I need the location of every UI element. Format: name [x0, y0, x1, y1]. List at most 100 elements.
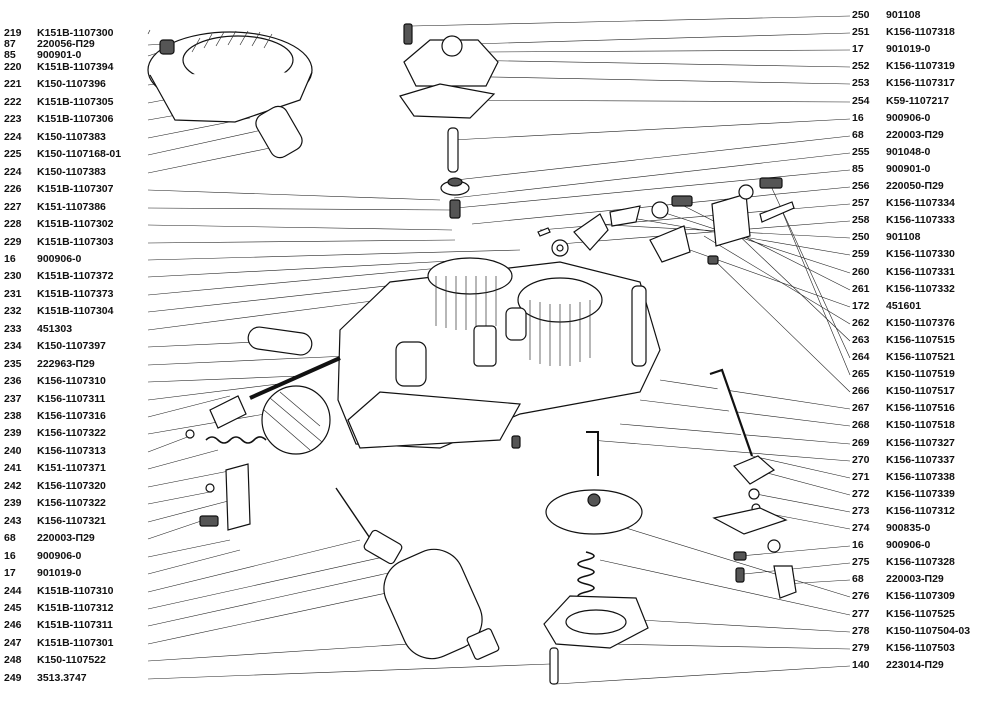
leader-line [147, 549, 241, 575]
part-code: K156-1107330 [886, 248, 955, 260]
part-code: 900906-0 [886, 539, 931, 551]
part-code: K151B-1107311 [37, 619, 113, 631]
part-number: 260 [852, 266, 870, 278]
part-number: 243 [4, 515, 22, 527]
part-code: K151B-1107303 [37, 236, 114, 248]
leader-line [451, 118, 851, 141]
part-number: 253 [852, 77, 870, 89]
leader-line [147, 207, 451, 211]
leader-line [555, 665, 851, 685]
leader-line [147, 267, 441, 296]
leader-line [147, 249, 521, 261]
part-number: 235 [4, 358, 22, 370]
leader-line [743, 562, 851, 575]
leader-line [147, 299, 381, 331]
part-code: K156-1107312 [886, 505, 955, 517]
part-code: 901108 [886, 9, 921, 21]
part-code: K150-1107383 [37, 131, 106, 143]
part-code: K151B-1107302 [37, 218, 114, 230]
part-number: 222 [4, 96, 22, 108]
leader-line [147, 555, 389, 610]
part-number: 16 [852, 539, 864, 551]
leader-line [147, 189, 441, 201]
part-number: 250 [852, 9, 870, 21]
part-number: 255 [852, 146, 870, 158]
part-number: 221 [4, 78, 22, 90]
leader-line [453, 152, 851, 199]
part-number: 263 [852, 334, 870, 346]
part-number: 275 [852, 556, 870, 568]
part-number: 256 [852, 180, 870, 192]
leader-line [485, 49, 851, 53]
diaphragm-assembly [511, 431, 649, 685]
leader-line [147, 491, 211, 505]
leader-line [751, 455, 851, 479]
part-code: 900901-0 [37, 49, 82, 61]
part-code: K151B-1107301 [37, 637, 114, 649]
part-code: K151-1107371 [37, 462, 106, 474]
part-number: 262 [852, 317, 870, 329]
carburetor-main-body [337, 257, 661, 449]
part-code: 900901-0 [886, 163, 931, 175]
leader-line [147, 283, 405, 313]
leader-line [147, 224, 453, 231]
part-code: 451601 [886, 300, 922, 312]
part-code: K151B-1107306 [37, 113, 114, 125]
part-number: 245 [4, 602, 22, 614]
leader-line [147, 355, 349, 366]
part-number: 224 [4, 166, 22, 178]
leader-line [739, 545, 851, 557]
part-number: 248 [4, 654, 22, 666]
part-code: K156-1107525 [886, 608, 955, 620]
part-code: K150-1107522 [37, 654, 106, 666]
leader-line [599, 559, 851, 616]
part-number: 250 [852, 231, 870, 243]
part-number: 68 [4, 532, 16, 544]
part-number: 227 [4, 201, 22, 213]
leader-line [589, 439, 851, 462]
part-number: 232 [4, 305, 22, 317]
part-code: K156-1107313 [37, 445, 106, 457]
part-number: 254 [852, 95, 870, 107]
part-row: 275 K156-1107328 [852, 556, 955, 568]
leader-line [411, 15, 851, 27]
leader-line [147, 147, 271, 174]
part-code: K156-1107319 [886, 60, 955, 72]
part-number: 68 [852, 573, 864, 585]
leader-line [147, 375, 301, 383]
part-number: 230 [4, 270, 22, 282]
leader-line [451, 59, 851, 68]
leader-line [147, 539, 361, 593]
part-code: K156-1107310 [37, 375, 106, 387]
leader-line [147, 435, 191, 453]
part-code: K156-1107328 [886, 556, 955, 568]
part-number: 220 [4, 61, 22, 73]
part-code: K156-1107318 [886, 26, 955, 38]
part-number: 16 [4, 253, 16, 265]
